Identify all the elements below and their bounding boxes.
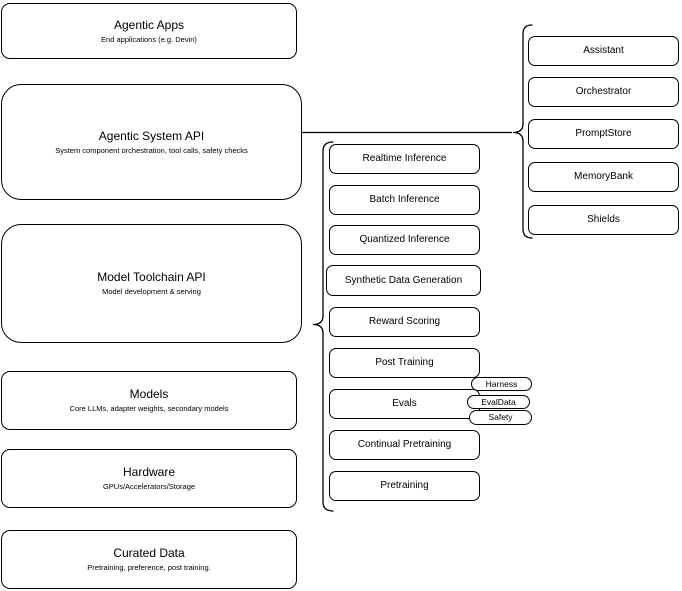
node-subtitle: Model development & serving bbox=[102, 287, 201, 297]
node-subtitle: Pretraining, preference, post training. bbox=[87, 563, 211, 573]
node-hardware: Hardware GPUs/Accelerators/Storage bbox=[1, 449, 297, 508]
node-realtime-inference: Realtime Inference bbox=[329, 144, 480, 174]
node-assistant: Assistant bbox=[528, 36, 679, 66]
node-title: Agentic System API bbox=[98, 128, 205, 143]
node-shields: Shields bbox=[528, 205, 679, 235]
node-reward-scoring: Reward Scoring bbox=[329, 307, 480, 337]
node-subtitle: GPUs/Accelerators/Storage bbox=[102, 482, 196, 492]
node-agentic-system-api: Agentic System API System component orch… bbox=[1, 84, 302, 200]
node-quantized-inference: Quantized Inference bbox=[329, 225, 480, 255]
node-subtitle: End applications (e.g. Devin) bbox=[101, 34, 197, 44]
tag-safety: Safety bbox=[469, 410, 532, 425]
node-post-training: Post Training bbox=[329, 348, 480, 378]
node-title: Agentic Apps bbox=[113, 17, 185, 32]
node-title: Curated Data bbox=[113, 546, 185, 561]
node-synthetic-data-generation: Synthetic Data Generation bbox=[326, 265, 481, 296]
node-agentic-apps: Agentic Apps End applications (e.g. Devi… bbox=[1, 3, 297, 59]
node-promptstore: PromptStore bbox=[528, 119, 679, 149]
node-subtitle: System component orchestration, tool cal… bbox=[55, 145, 248, 155]
node-title: Models bbox=[129, 387, 169, 402]
tag-evaldata: EvalData bbox=[467, 395, 530, 409]
node-memorybank: MemoryBank bbox=[528, 162, 679, 192]
node-curated-data: Curated Data Pretraining, preference, po… bbox=[1, 530, 297, 589]
node-batch-inference: Batch Inference bbox=[329, 185, 480, 215]
node-model-toolchain-api: Model Toolchain API Model development & … bbox=[1, 224, 302, 343]
node-pretraining: Pretraining bbox=[329, 471, 480, 501]
node-evals: Evals bbox=[329, 389, 480, 419]
node-continual-pretraining: Continual Pretraining bbox=[329, 430, 480, 460]
node-models: Models Core LLMs, adapter weights, secon… bbox=[1, 371, 297, 430]
node-title: Hardware bbox=[122, 465, 176, 480]
node-title: Model Toolchain API bbox=[97, 270, 206, 285]
tag-harness: Harness bbox=[471, 377, 532, 391]
node-orchestrator: Orchestrator bbox=[528, 77, 679, 107]
node-subtitle: Core LLMs, adapter weights, secondary mo… bbox=[69, 404, 229, 414]
